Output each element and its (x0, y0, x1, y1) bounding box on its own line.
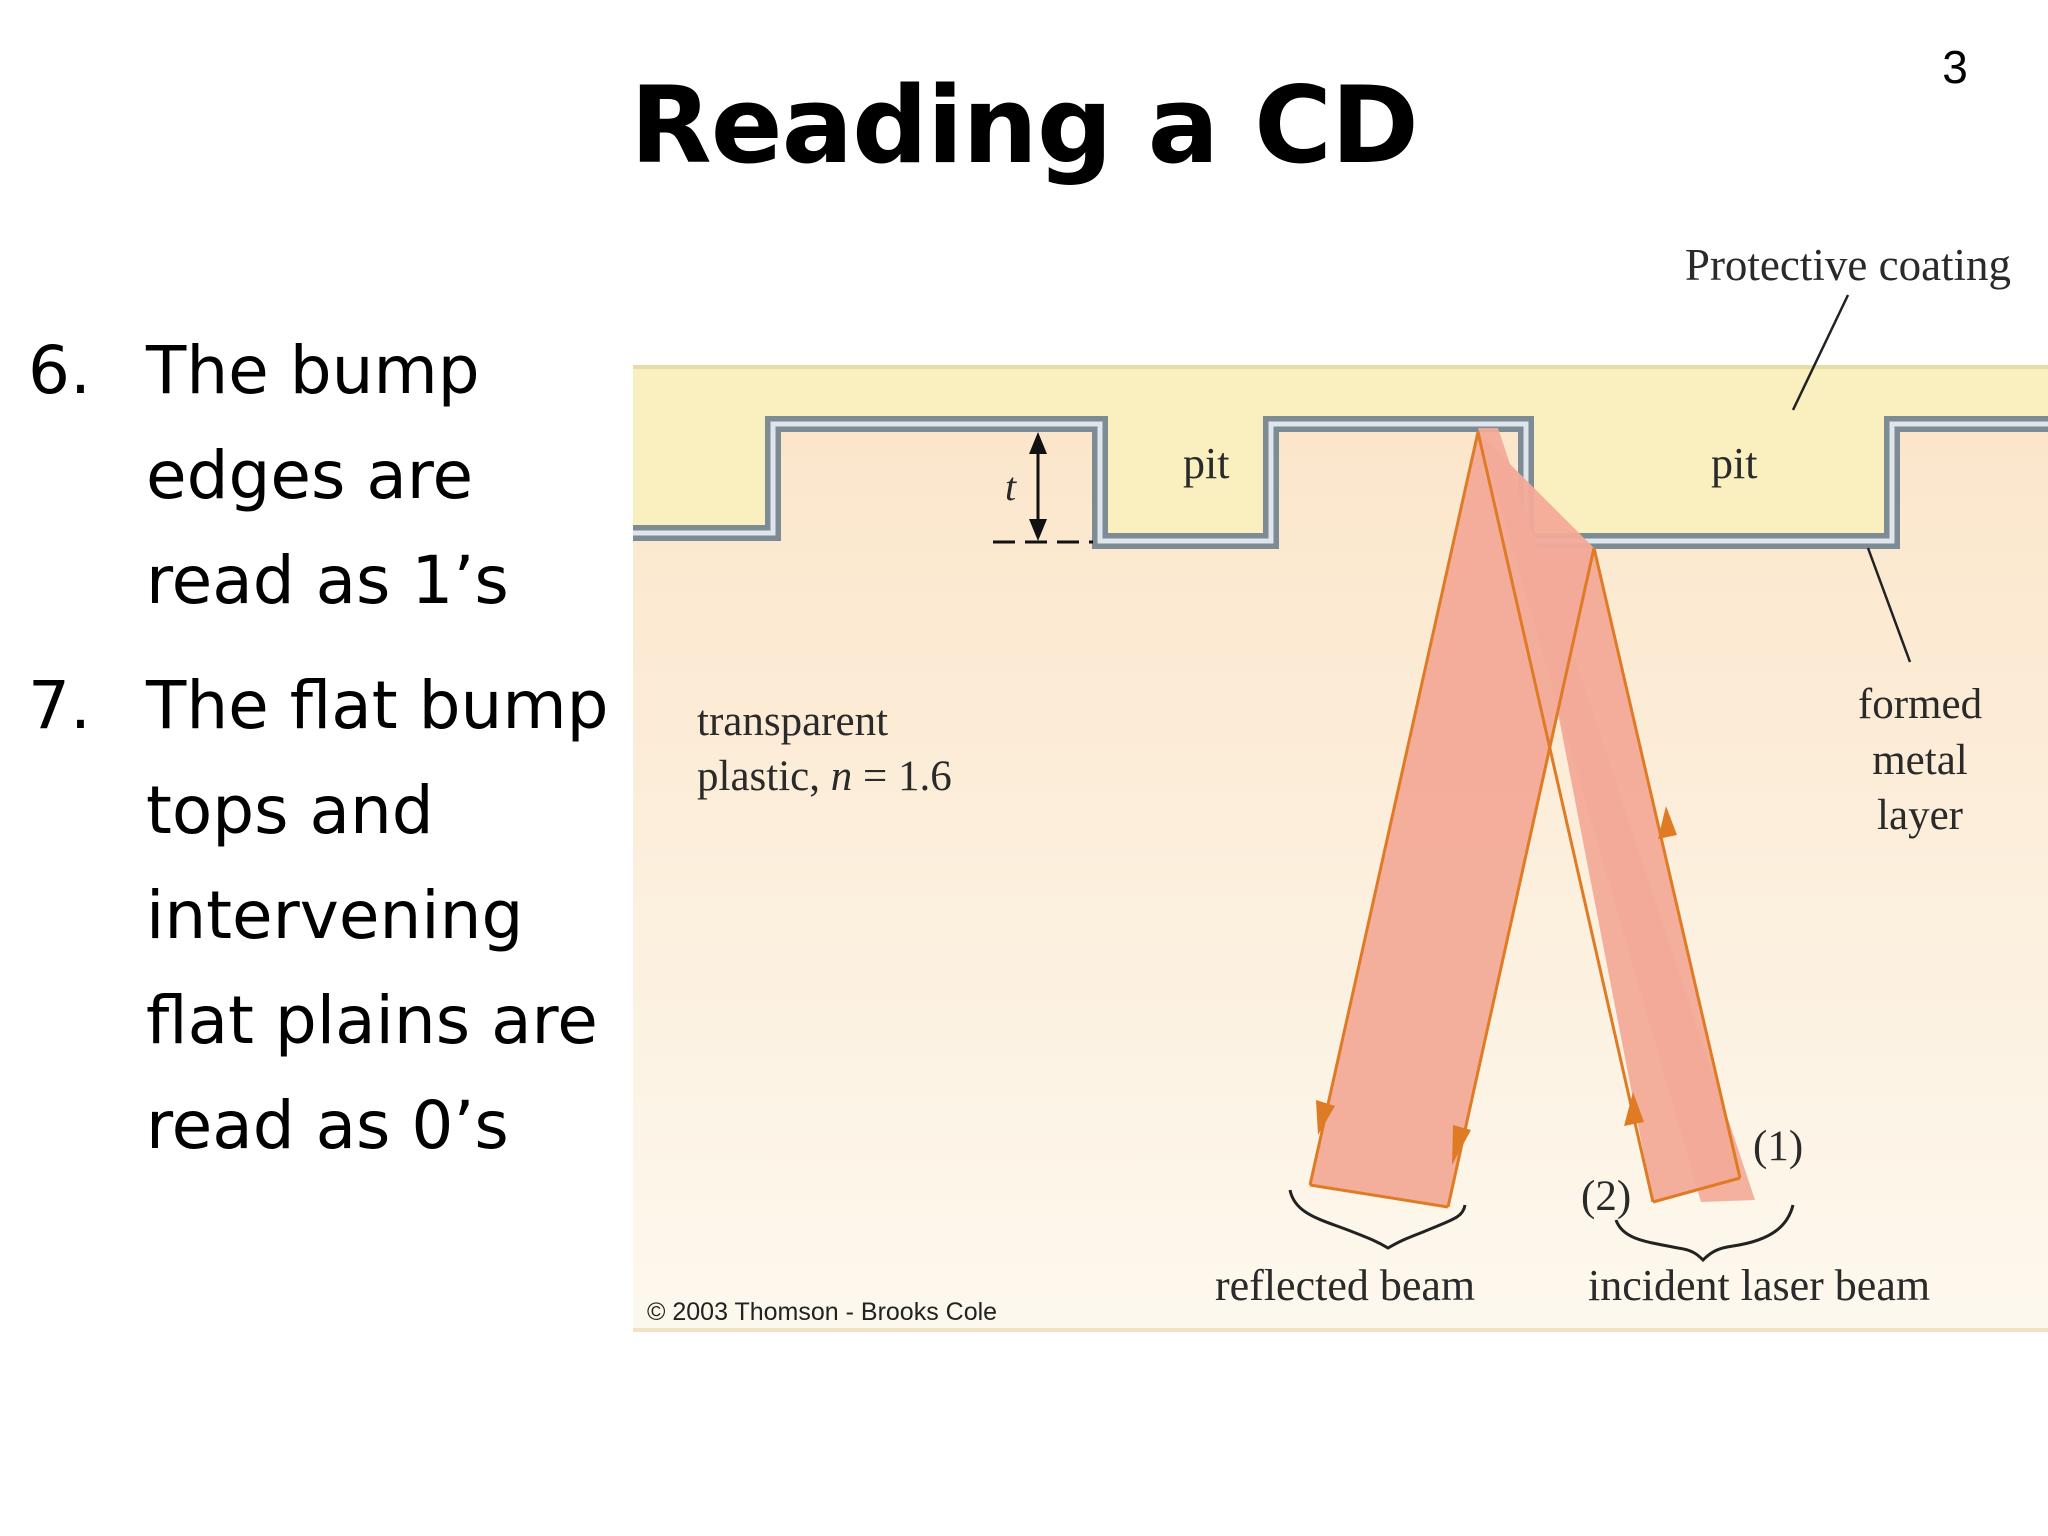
slide-number: 3 (1942, 41, 1968, 93)
pit-label-left: pit (1183, 439, 1229, 488)
metal-label-line3: layer (1877, 792, 1963, 839)
plastic-label-suffix: = 1.6 (852, 753, 952, 800)
incident-brace (1614, 1204, 1795, 1263)
reflected-brace (1288, 1189, 1467, 1250)
cd-reading-diagram: Protective coating pit pit t transparent… (633, 230, 2048, 1340)
coating-leader-line (1791, 294, 1850, 411)
reflected-beam-label: reflected beam (1215, 1261, 1475, 1310)
metal-label-line2: metal (1872, 737, 1968, 784)
page-title: Reading a CD (630, 64, 1419, 187)
metal-label-line1: formed (1858, 681, 1982, 728)
arrow-reflected-2 (1452, 1125, 1471, 1165)
bullet-line: read as 0’s (146, 1087, 509, 1164)
bullet-item-6: 6. The bump edges are read as 1’s (28, 318, 648, 633)
bullet-line: tops and (146, 772, 434, 849)
incident-beam (1526, 548, 1740, 1202)
bullet-line: The bump (146, 332, 480, 409)
incident-beam-label: incident laser beam (1588, 1261, 1930, 1310)
arrow-reflected-1 (1316, 1100, 1335, 1135)
metal-layer-highlight (633, 421, 2048, 544)
plastic-label-line1: transparent (697, 698, 888, 745)
beam-edges (1308, 431, 1742, 1209)
bullet-line: flat plains are (146, 982, 598, 1059)
bullet-line: intervening (146, 877, 524, 954)
plastic-label-line2: plastic, n = 1.6 (697, 753, 952, 800)
copyright-text: © 2003 Thomson - Brooks Cole (647, 1298, 997, 1326)
bullet-number: 7. (28, 667, 91, 744)
bullet-item-7: 7. The flat bump tops and intervening fl… (28, 653, 648, 1178)
plastic-label-prefix: plastic, (697, 753, 831, 800)
ray-label-1: (1) (1753, 1123, 1803, 1170)
thickness-arrow-up (1029, 432, 1047, 454)
bullet-line: The flat bump (146, 667, 609, 744)
plastic-fill (633, 424, 2048, 1330)
diagram-svg: Protective coating pit pit t transparent… (633, 240, 2048, 1332)
arrow-incident-1 (1658, 806, 1677, 839)
bullet-line: edges are (146, 437, 474, 514)
thickness-arrow-down (1029, 519, 1047, 541)
bullet-list: 6. The bump edges are read as 1’s 7. The… (28, 318, 648, 1198)
protective-coating-label: Protective coating (1685, 240, 2011, 290)
thickness-label: t (1005, 464, 1017, 509)
bullet-number: 6. (28, 332, 91, 409)
plastic-label-n: n (831, 753, 853, 800)
bullet-line: read as 1’s (146, 542, 509, 619)
ray-label-2: (2) (1581, 1173, 1631, 1220)
metal-leader-line (1866, 547, 1912, 663)
arrow-incident-2 (1624, 1092, 1644, 1126)
pit-label-right: pit (1711, 439, 1757, 488)
